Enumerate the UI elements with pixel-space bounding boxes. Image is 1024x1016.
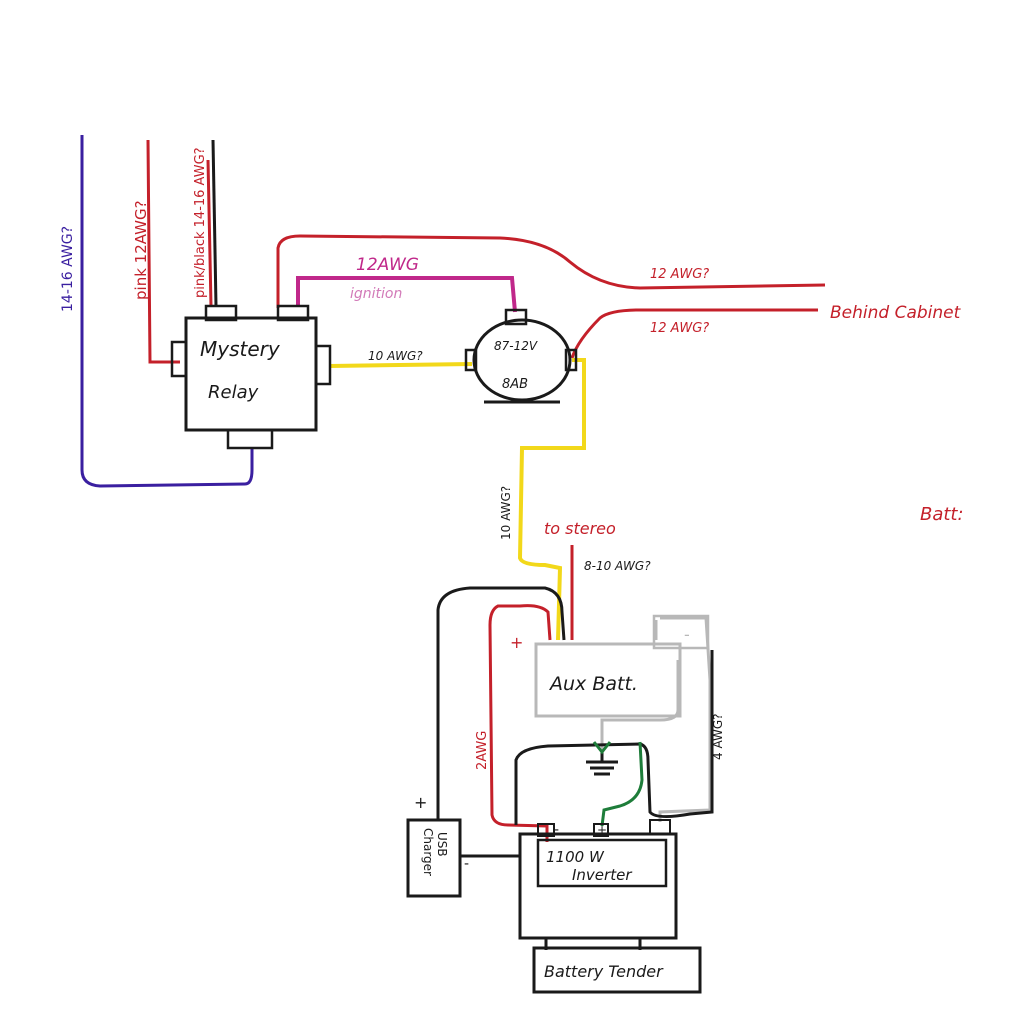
stereo-gauge-label: 8-10 AWG? xyxy=(584,559,651,573)
battery-tender: Battery Tender xyxy=(532,946,702,994)
green-ground-arrow-icon xyxy=(592,741,612,755)
upper-red-label: 12 AWG? xyxy=(650,267,709,282)
solenoid-label-1: 87-12V xyxy=(494,339,538,353)
aux-battery-label: Aux Batt. xyxy=(548,673,638,695)
usb-charger-plus: + xyxy=(414,793,427,812)
purple-wire xyxy=(80,135,254,488)
pink-black-wire-stripe xyxy=(206,159,213,307)
aux-battery-plus: + xyxy=(510,633,523,652)
mystery-relay: Mystery Relay xyxy=(170,304,332,450)
upper-red-wire xyxy=(276,234,826,308)
usb-charger-minus: - xyxy=(464,856,469,872)
black-ground-frame xyxy=(514,650,714,825)
red-2awg-label: 2AWG xyxy=(475,731,490,770)
purple-wire-label: 14-16 AWG? xyxy=(60,226,76,312)
gray-4awg-wire xyxy=(658,616,712,822)
lower-red-label: 12 AWG? xyxy=(650,321,709,336)
yellow-vertical-label: 10 AWG? xyxy=(499,486,513,540)
pink-wire-label: pink 12AWG? xyxy=(132,200,150,300)
inverter-label-1: 1100 W xyxy=(546,848,605,866)
pink-black-wire xyxy=(211,139,218,307)
usb-charger-label-1: USB xyxy=(435,832,449,857)
lower-red-wire xyxy=(570,308,818,359)
to-stereo-label: to stereo xyxy=(544,519,616,538)
inverter-plus: + xyxy=(597,823,607,837)
magenta-ignition-wire xyxy=(296,276,517,313)
magenta-gauge-label: 12AWG xyxy=(356,255,419,275)
inverter: 1100 W Inverter - + xyxy=(518,819,678,940)
yellow-top-label: 10 AWG? xyxy=(368,349,423,363)
ground-symbol-icon xyxy=(586,752,618,776)
solenoid-label-2: 8AB xyxy=(502,377,528,392)
aux-battery: Aux Batt. + - xyxy=(510,614,710,718)
pink-wire xyxy=(146,139,180,364)
behind-cabinet-label: Behind Cabinet xyxy=(830,303,962,323)
gray-4awg-label: 4 AWG? xyxy=(711,713,725,760)
inverter-label-2: Inverter xyxy=(572,866,632,884)
gray-aux-ground-wire xyxy=(600,620,680,752)
red-2awg-wire xyxy=(488,604,552,842)
black-usb-aux-wire xyxy=(436,586,566,820)
batt-label: Batt: xyxy=(920,504,964,525)
usb-charger-label-2: Charger xyxy=(421,828,435,876)
yellow-solenoid-aux-wire xyxy=(517,358,586,641)
pink-black-wire-label: pink/black 14-16 AWG? xyxy=(193,147,208,298)
usb-charger: USB Charger + - xyxy=(406,793,469,898)
magenta-purpose-label: ignition xyxy=(350,286,402,302)
mystery-relay-label-2: Relay xyxy=(208,382,259,403)
aux-battery-minus: - xyxy=(684,625,690,644)
inverter-minus: - xyxy=(554,822,559,838)
yellow-relay-solenoid-wire xyxy=(329,362,473,368)
green-wire xyxy=(600,741,644,827)
solenoid: 87-12V 8AB xyxy=(464,308,578,404)
battery-tender-label: Battery Tender xyxy=(544,962,664,981)
mystery-relay-label-1: Mystery xyxy=(200,337,281,361)
